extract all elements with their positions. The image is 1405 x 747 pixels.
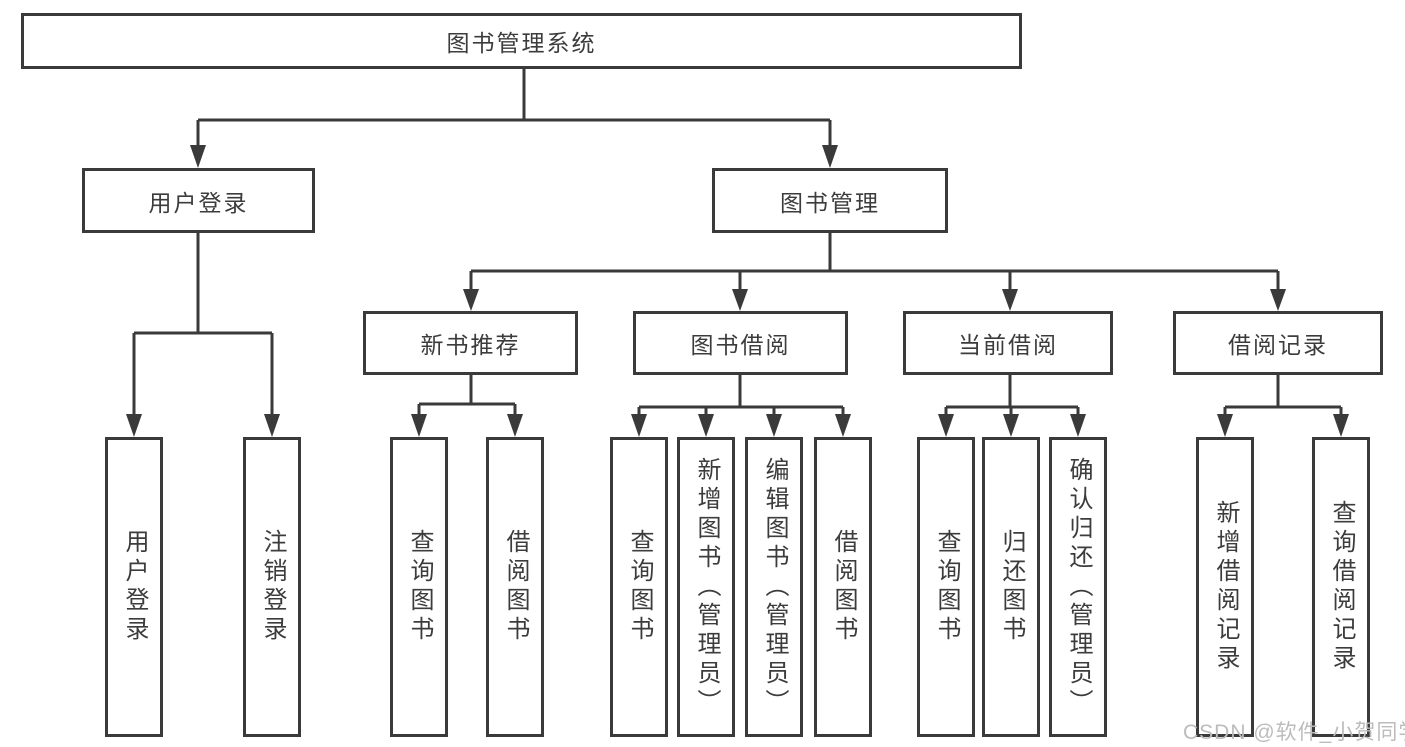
leaf-borrow-books-borrowing: 借阅图书 — [814, 437, 872, 737]
leaf-query-borrow-record: 查询借阅记录 — [1312, 437, 1370, 737]
leaf-query-books-recommend: 查询图书 — [390, 437, 448, 737]
leaf-label: 借阅图书 — [830, 529, 857, 645]
node-user-login: 用户登录 — [82, 168, 315, 233]
leaf-logout: 注销登录 — [243, 437, 301, 737]
leaf-label: 注销登录 — [259, 529, 286, 645]
leaf-label: 确认归还（管理员） — [1065, 456, 1092, 718]
leaf-query-books-current: 查询图书 — [917, 437, 975, 737]
leaf-label: 新增借阅记录 — [1212, 500, 1239, 674]
leaf-borrow-books-recommend: 借阅图书 — [486, 437, 544, 737]
leaf-label: 用户登录 — [121, 529, 148, 645]
node-label: 新书推荐 — [420, 332, 521, 358]
node-current-borrowing: 当前借阅 — [903, 311, 1113, 375]
node-label: 图书借阅 — [690, 332, 791, 358]
node-label: 用户登录 — [148, 189, 249, 216]
leaf-add-book-admin: 新增图书（管理员） — [677, 437, 735, 737]
leaf-label: 查询图书 — [406, 529, 433, 645]
leaf-label: 借阅图书 — [502, 529, 529, 645]
leaf-return-books: 归还图书 — [982, 437, 1040, 737]
leaf-add-borrow-record: 新增借阅记录 — [1196, 437, 1254, 737]
leaf-label: 编辑图书（管理员） — [761, 456, 788, 718]
node-label: 借阅记录 — [1228, 332, 1328, 358]
node-library-management-system: 图书管理系统 — [21, 13, 1022, 69]
leaf-user-login: 用户登录 — [105, 437, 163, 737]
node-label: 图书管理 — [780, 189, 880, 216]
leaf-label: 新增图书（管理员） — [693, 456, 720, 718]
leaf-edit-book-admin: 编辑图书（管理员） — [745, 437, 803, 737]
node-label: 图书管理系统 — [446, 30, 597, 56]
node-book-borrowing: 图书借阅 — [633, 311, 848, 375]
node-label: 当前借阅 — [958, 332, 1058, 358]
watermark: CSDN @软件_小贺同学 — [1183, 721, 1405, 744]
leaf-query-books-borrowing: 查询图书 — [610, 437, 668, 737]
leaf-label: 查询图书 — [933, 529, 960, 645]
node-borrowing-records: 借阅记录 — [1173, 311, 1383, 375]
leaf-label: 查询图书 — [626, 529, 653, 645]
leaf-label: 归还图书 — [998, 529, 1025, 645]
node-book-management: 图书管理 — [712, 168, 948, 233]
leaf-label: 查询借阅记录 — [1328, 500, 1355, 674]
leaf-confirm-return-admin: 确认归还（管理员） — [1049, 437, 1107, 737]
node-new-book-recommendation: 新书推荐 — [363, 311, 578, 375]
